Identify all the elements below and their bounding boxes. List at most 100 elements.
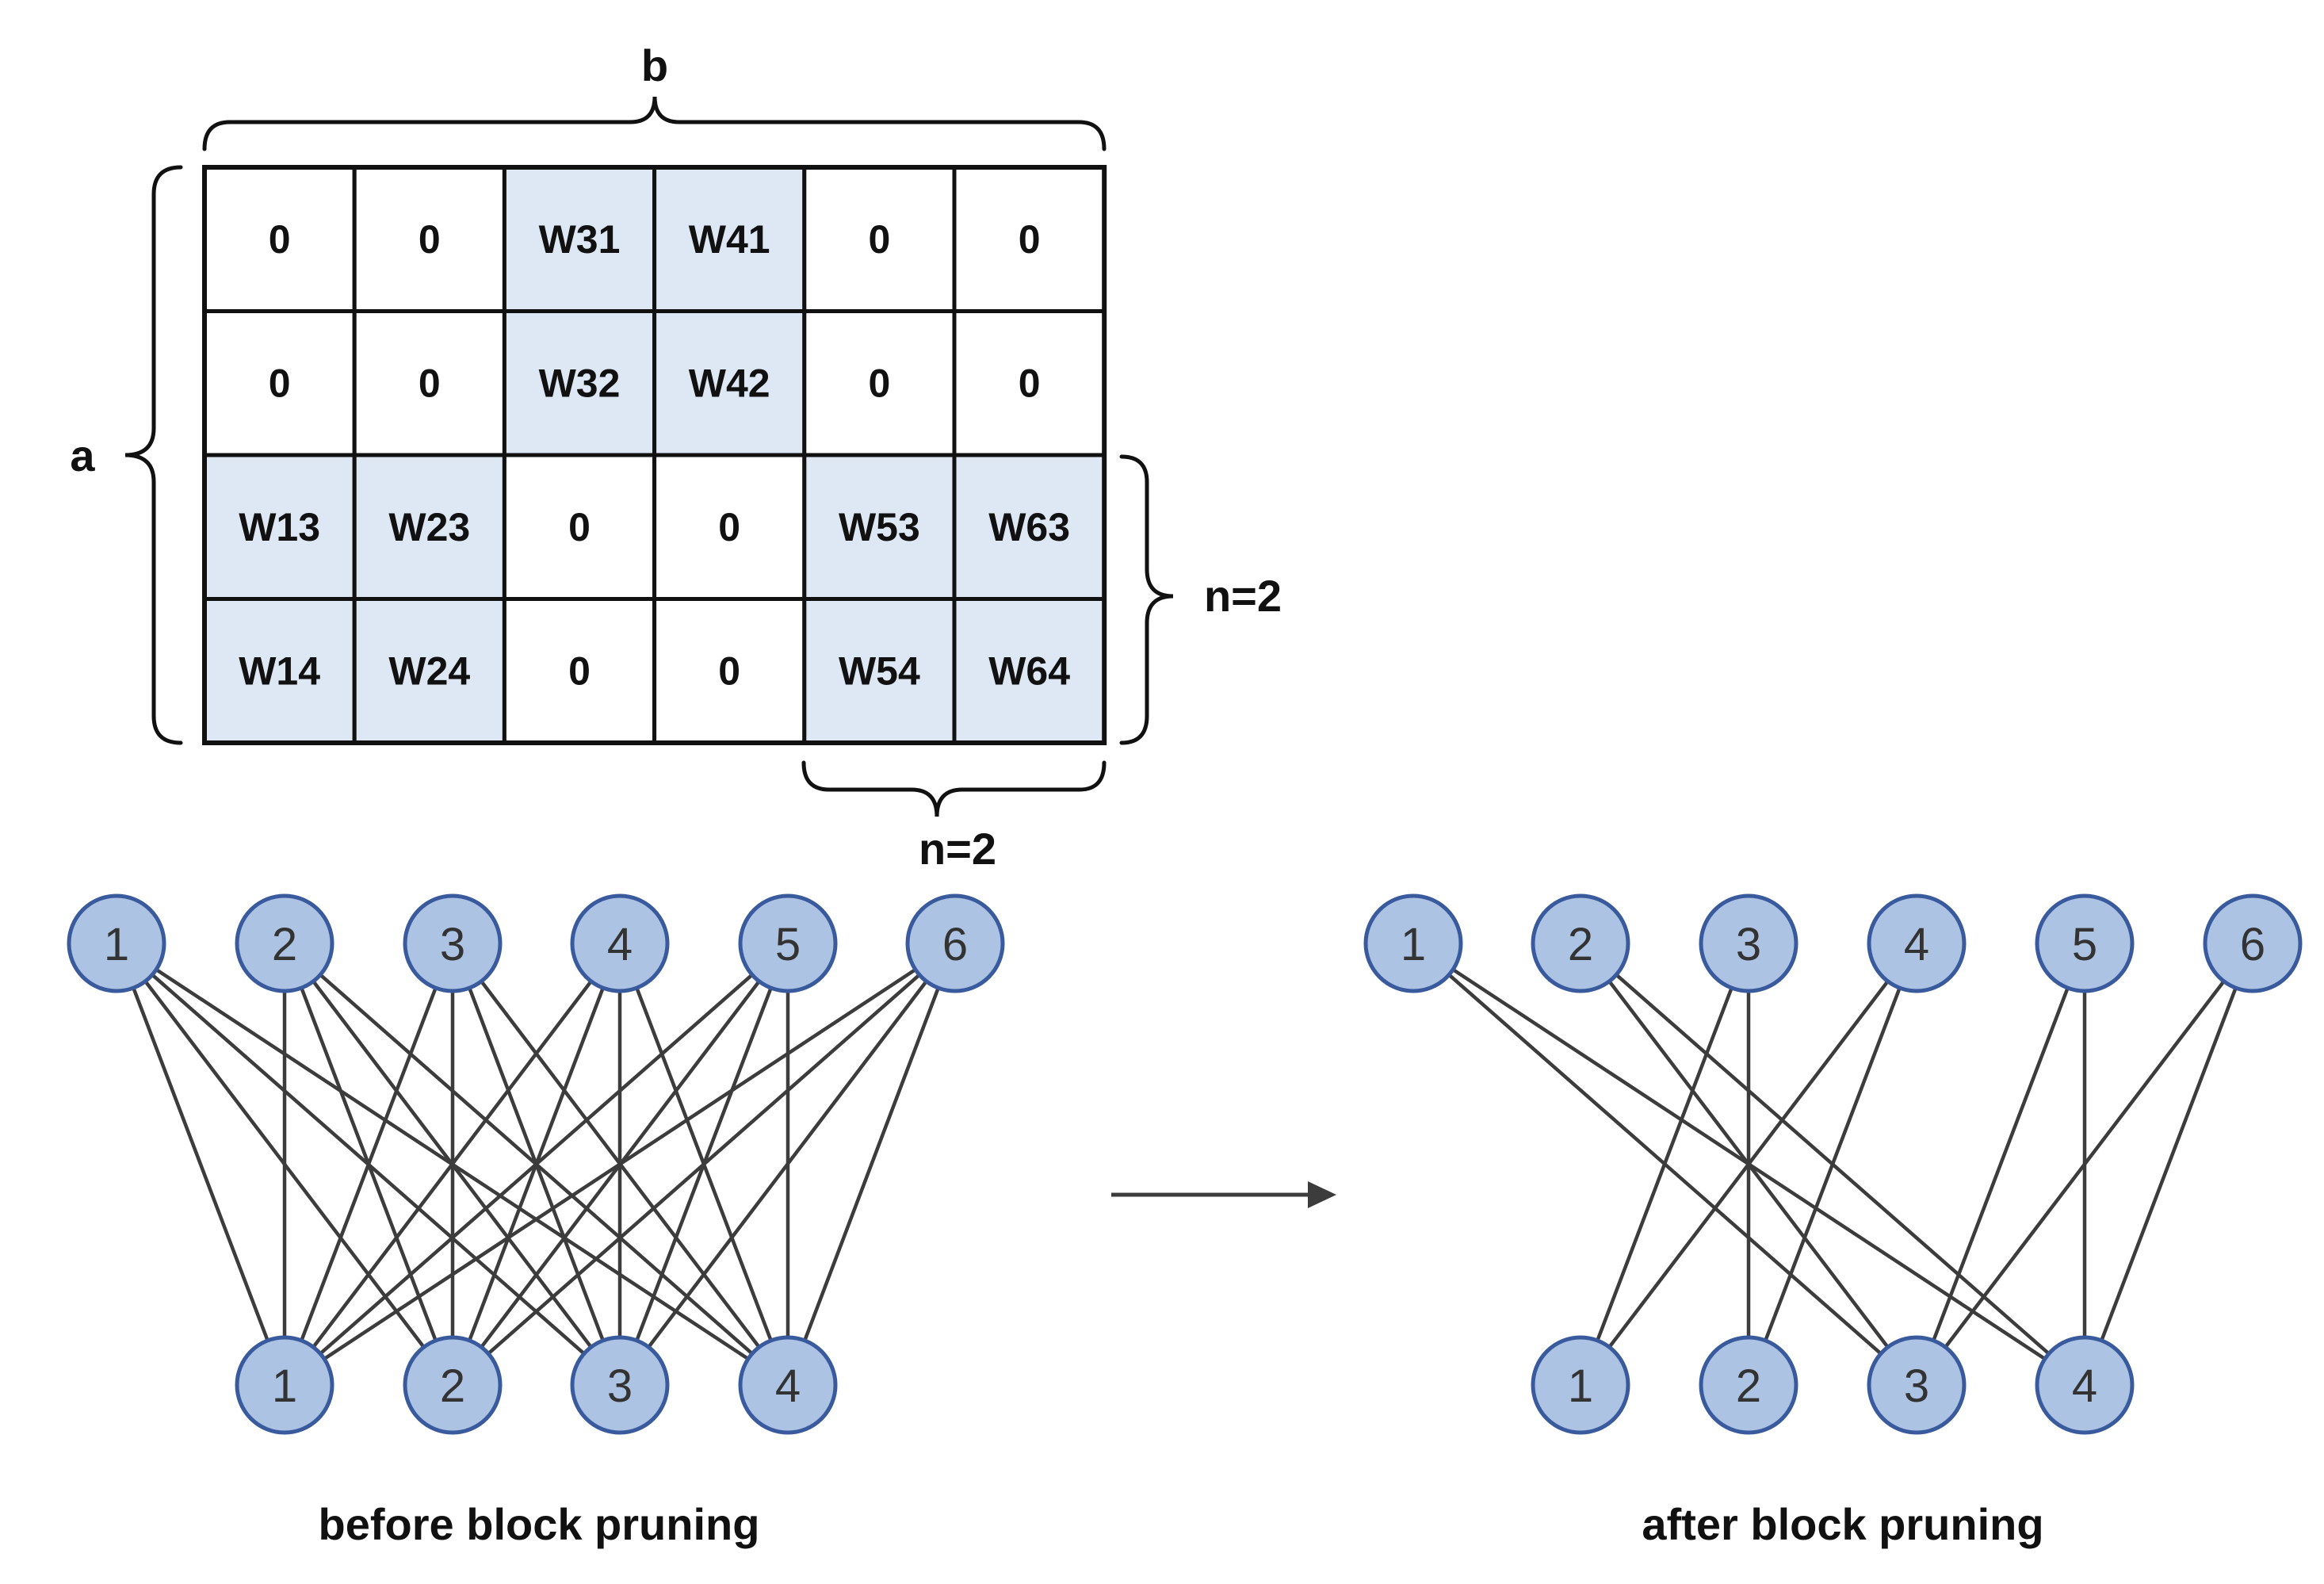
output-node-4 — [738, 1335, 838, 1435]
output-node-2 — [403, 1335, 503, 1435]
output-node-label: 1 — [1568, 1360, 1593, 1412]
label-n-rows: n=2 — [1204, 571, 1282, 621]
input-node-label: 6 — [2240, 919, 2265, 970]
input-node-5 — [2035, 893, 2135, 993]
matrix-cell-text: 0 — [568, 505, 591, 549]
input-node-label: 1 — [104, 919, 129, 970]
matrix-cell-text: 0 — [1019, 217, 1041, 262]
graph-after-pruning: 1 2 3 4 5 6 1 2 3 4 — [1363, 893, 2303, 1435]
matrix-cell — [352, 453, 506, 601]
matrix-cell — [352, 597, 506, 745]
caption-after: after block pruning — [1642, 1499, 2043, 1549]
input-node-5 — [738, 893, 838, 993]
output-node-label: 4 — [2072, 1360, 2097, 1412]
matrix-cell-text: 0 — [868, 217, 890, 262]
input-node-label: 1 — [1401, 919, 1426, 970]
edge-4-2 — [1746, 943, 1919, 1386]
edge-6-3 — [1915, 942, 2254, 1387]
input-node-label: 2 — [1568, 919, 1593, 970]
edge-6-2 — [451, 942, 957, 1387]
matrix-cell — [652, 597, 807, 745]
input-node-1 — [1363, 893, 1463, 993]
caption-before: before block pruning — [319, 1499, 760, 1549]
edge-4-1 — [1579, 942, 1918, 1387]
brace-a — [124, 165, 183, 745]
input-node-label: 4 — [1904, 919, 1929, 970]
brace-n-cols — [801, 760, 1107, 817]
matrix-cell — [952, 165, 1107, 313]
matrix-cell — [352, 165, 506, 313]
edge-3-1 — [1578, 943, 1751, 1386]
output-node-label: 4 — [775, 1360, 801, 1412]
output-node-label: 3 — [1904, 1360, 1929, 1412]
matrix-cell — [952, 453, 1107, 601]
matrix-cell-text: W53 — [839, 505, 920, 549]
matrix-cell-text: W13 — [239, 505, 320, 549]
matrix-cell-text: 0 — [568, 649, 591, 693]
matrix-cell-text: W64 — [988, 649, 1070, 693]
output-node-3 — [570, 1335, 670, 1435]
edge-6-3 — [618, 942, 957, 1387]
output-node-3 — [1867, 1335, 1967, 1435]
output-node-1 — [235, 1335, 334, 1435]
input-node-2 — [1531, 893, 1630, 993]
input-node-1 — [67, 893, 166, 993]
input-node-3 — [1699, 893, 1798, 993]
edge-6-4 — [2082, 943, 2255, 1386]
transition-arrow — [1111, 1181, 1336, 1208]
matrix-cell-text: 0 — [269, 217, 291, 262]
input-node-2 — [235, 893, 334, 993]
matrix-cell-text: W24 — [388, 649, 470, 693]
matrix-cell-text: W54 — [839, 649, 920, 693]
input-node-3 — [403, 893, 503, 993]
matrix-cell-text: 0 — [718, 505, 740, 549]
output-node-label: 3 — [607, 1360, 633, 1412]
input-node-label: 5 — [2072, 919, 2097, 970]
matrix-cell-text: W63 — [988, 505, 1070, 549]
input-node-4 — [1867, 893, 1967, 993]
output-node-2 — [1699, 1335, 1798, 1435]
matrix-cell-text: 0 — [419, 217, 441, 262]
edges — [1412, 942, 2255, 1387]
matrix-cell-text: W14 — [239, 649, 320, 693]
brace-n-rows — [1119, 454, 1174, 745]
edge-6-1 — [283, 942, 957, 1387]
matrix-cell — [652, 309, 807, 457]
output-node-label: 2 — [1736, 1360, 1761, 1412]
matrix-cell-text: 0 — [269, 361, 291, 405]
matrix-cell — [952, 309, 1107, 457]
output-node-label: 2 — [440, 1360, 465, 1412]
matrix-cell — [202, 597, 357, 745]
output-node-4 — [2035, 1335, 2135, 1435]
input-node-4 — [570, 893, 670, 993]
matrix-cell-text: W31 — [539, 217, 621, 262]
matrix-cell-text: 0 — [718, 649, 740, 693]
input-node-label: 4 — [607, 919, 633, 970]
edge-5-1 — [283, 942, 789, 1387]
matrix-cell-text: 0 — [419, 361, 441, 405]
input-node-label: 3 — [1736, 919, 1761, 970]
matrix-cell — [652, 453, 807, 601]
edge-5-3 — [1914, 943, 2087, 1386]
output-node-label: 1 — [272, 1360, 297, 1412]
brace-b — [202, 96, 1107, 151]
matrix-cell-text: W42 — [689, 361, 770, 405]
input-node-label: 6 — [942, 919, 968, 970]
matrix-cell — [802, 597, 957, 745]
edge-4-1 — [283, 942, 621, 1387]
edge-3-1 — [282, 943, 455, 1386]
matrix-cell-text: 0 — [1019, 361, 1041, 405]
output-node-1 — [1531, 1335, 1630, 1435]
edge-6-4 — [785, 943, 958, 1386]
matrix-cell-text: W32 — [539, 361, 621, 405]
matrix-border — [202, 165, 1107, 745]
matrix-cell-text: 0 — [868, 361, 890, 405]
matrix-cell — [802, 453, 957, 601]
label-b: b — [641, 40, 668, 90]
matrix-cell — [352, 309, 506, 457]
edge-1-1 — [114, 943, 287, 1386]
matrix-cell — [502, 597, 657, 745]
input-node-label: 3 — [440, 919, 465, 970]
